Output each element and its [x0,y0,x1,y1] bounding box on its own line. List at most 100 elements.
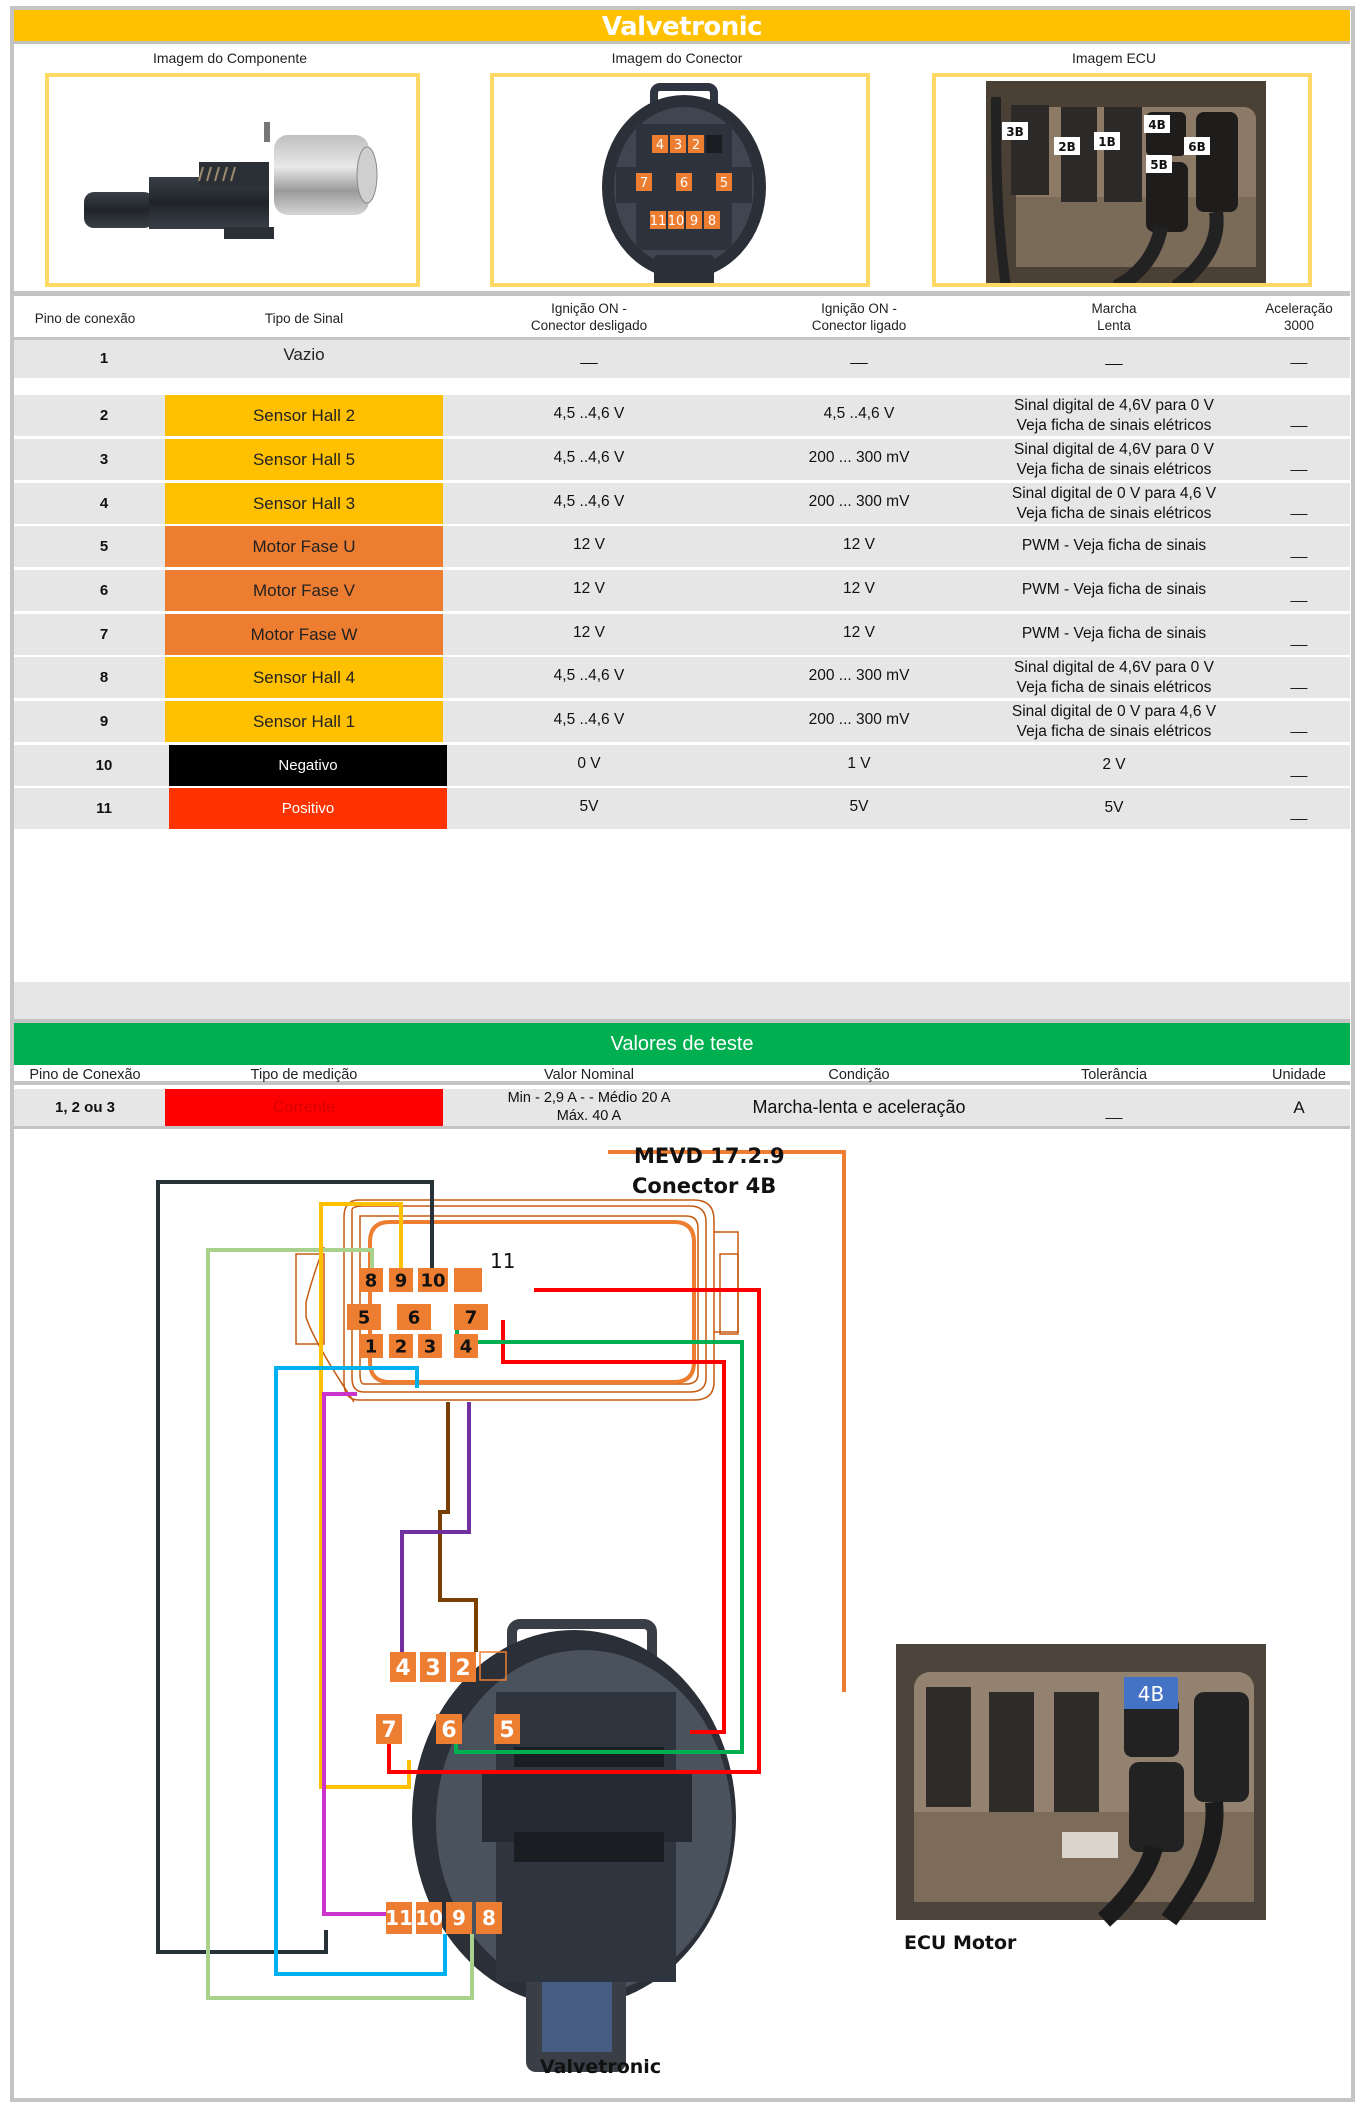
test-values-title: Valores de teste [14,1023,1350,1065]
valvetronic-pin-7 [376,1714,402,1744]
ecu-pin-2 [389,1334,413,1358]
tv-tolerance: __ [1105,1103,1123,1120]
valvetronic-empty-slot [479,1651,507,1681]
valvetronic-pin-9-label: 9 [452,1906,466,1930]
wire-pin-4 [400,1402,471,1652]
connector-image-label: Imagem do Conector [611,50,743,66]
ign-on-value: 200 ... 300 mV [808,667,910,684]
idle-value-line1: Sinal digital de 0 V para 4,6 V [1011,703,1217,720]
idle-value: PWM - Veja ficha de sinais [974,580,1254,600]
ecu-4b-tag-text: 4B [1138,1682,1164,1706]
header-accel-line2: 3000 [1283,318,1315,333]
signal-type: Sensor Hall 3 [165,483,443,524]
ecu-image-label: Imagem ECU [1071,50,1157,66]
header-ign-off-line2: Conector desligado [530,318,648,333]
valvetronic-pin-9 [446,1902,472,1934]
tv-header-tolerance: Tolerância [1080,1067,1148,1083]
ecu-photo-tag [1054,137,1080,155]
idle-value-line2: Veja ficha de sinais elétricos [1016,461,1212,478]
ign-on-value: 1 V [847,755,871,772]
pin-number: 9 [99,713,109,730]
header-ign-on: Ignição ON - Conector ligado [734,300,984,334]
wire-pin-3 [438,1402,478,1652]
header-ign-off: Ignição ON - Conector desligado [469,300,709,334]
ecu-pin-10-label: 10 [420,1270,445,1291]
valvetronic-connector-body [412,1619,736,2072]
idle-value-line1: __ [1105,349,1123,366]
idle-value: PWM - Veja ficha de sinais [974,624,1254,644]
ign-on-value: 12 V [843,624,875,641]
page-title: Valvetronic [14,10,1350,44]
connector-photo-pin [652,135,668,153]
tv-pin: 1, 2 ou 3 [54,1099,116,1116]
valvetronic-pin-4-label: 4 [395,1656,410,1681]
connector-photo-pin [668,211,684,229]
header-ign-on-line2: Conector ligado [811,318,907,333]
connector-photo-pin-label: 3 [674,138,682,153]
pin-number: 4 [99,495,109,512]
accel-value: __ [1290,717,1308,734]
ecu-pin-8-label: 8 [365,1270,378,1291]
ecu-pin-7 [454,1304,488,1330]
connector-photo-pin-label: 11 [650,214,667,229]
ign-off-value: 12 V [573,624,605,641]
header-idle-line2: Lenta [1097,318,1131,333]
connector-photo-pin-label: 9 [690,214,698,229]
ecu-photo-tag [1184,137,1210,155]
tv-header-condition: Condição [828,1067,890,1083]
ecu-photo-tag-label: 6B [1188,140,1206,154]
idle-value-line1: PWM - Veja ficha de sinais [1021,625,1207,642]
idle-value-line2: Veja ficha de sinais elétricos [1016,679,1212,696]
ecu-connector-outline [295,1199,739,1403]
ign-on-value: 12 V [843,536,875,553]
valvetronic-pin-5 [494,1714,520,1744]
idle-value-line1: PWM - Veja ficha de sinais [1021,581,1207,598]
ecu-pin-2-label: 2 [395,1336,408,1357]
ign-off-value: 4,5 ..4,6 V [553,711,625,728]
idle-value-line1: Sinal digital de 0 V para 4,6 V [1011,485,1217,502]
accel-value: __ [1290,804,1308,821]
connector-photo-pin-label: 8 [708,214,716,229]
ecu-photo-tag [1146,155,1172,173]
idle-value: __ [974,348,1254,368]
connector-photo-pin-label: 4 [656,138,664,153]
pin-number: 1 [99,350,109,367]
tv-unit: A [1293,1098,1305,1117]
header-signal: Tipo de Sinal [264,311,344,326]
test-values-row: 1, 2 ou 3 Corrente Min - 2,9 A - - Médio… [14,1089,1350,1129]
idle-value-line1: PWM - Veja ficha de sinais [1021,537,1207,554]
ecu-pin-6-label: 6 [408,1307,421,1328]
valvetronic-label: Valvetronic [540,2056,662,2078]
wires [156,1150,846,2000]
idle-value-line1: Sinal digital de 4,6V para 0 V [1014,397,1214,414]
ecu-photo-tag-label: 4B [1148,118,1166,132]
valvetronic-pin-2-label: 2 [455,1656,470,1681]
ecu-photo-tag [1002,122,1028,140]
connector-photo-pin-label: 2 [692,138,700,153]
pin-number: 7 [99,626,109,643]
ign-off-value: 12 V [573,536,605,553]
connector-photo-pin-label: 10 [668,214,685,229]
ecu-pin-10 [418,1268,448,1292]
ign-off-value: 0 V [577,755,601,772]
valvetronic-pin-2 [450,1652,476,1682]
header-ign-off-line1: Ignição ON - [551,301,627,316]
signal-type: Negativo [169,745,447,786]
valvetronic-pin-3 [420,1652,446,1682]
header-idle: Marcha Lenta [974,300,1254,334]
ecu-pin-1-label: 1 [365,1336,378,1357]
wire-pin-9 [319,1202,411,1789]
empty-row [14,982,1350,1022]
ecu-pin-11-label: 11 [490,1249,515,1273]
